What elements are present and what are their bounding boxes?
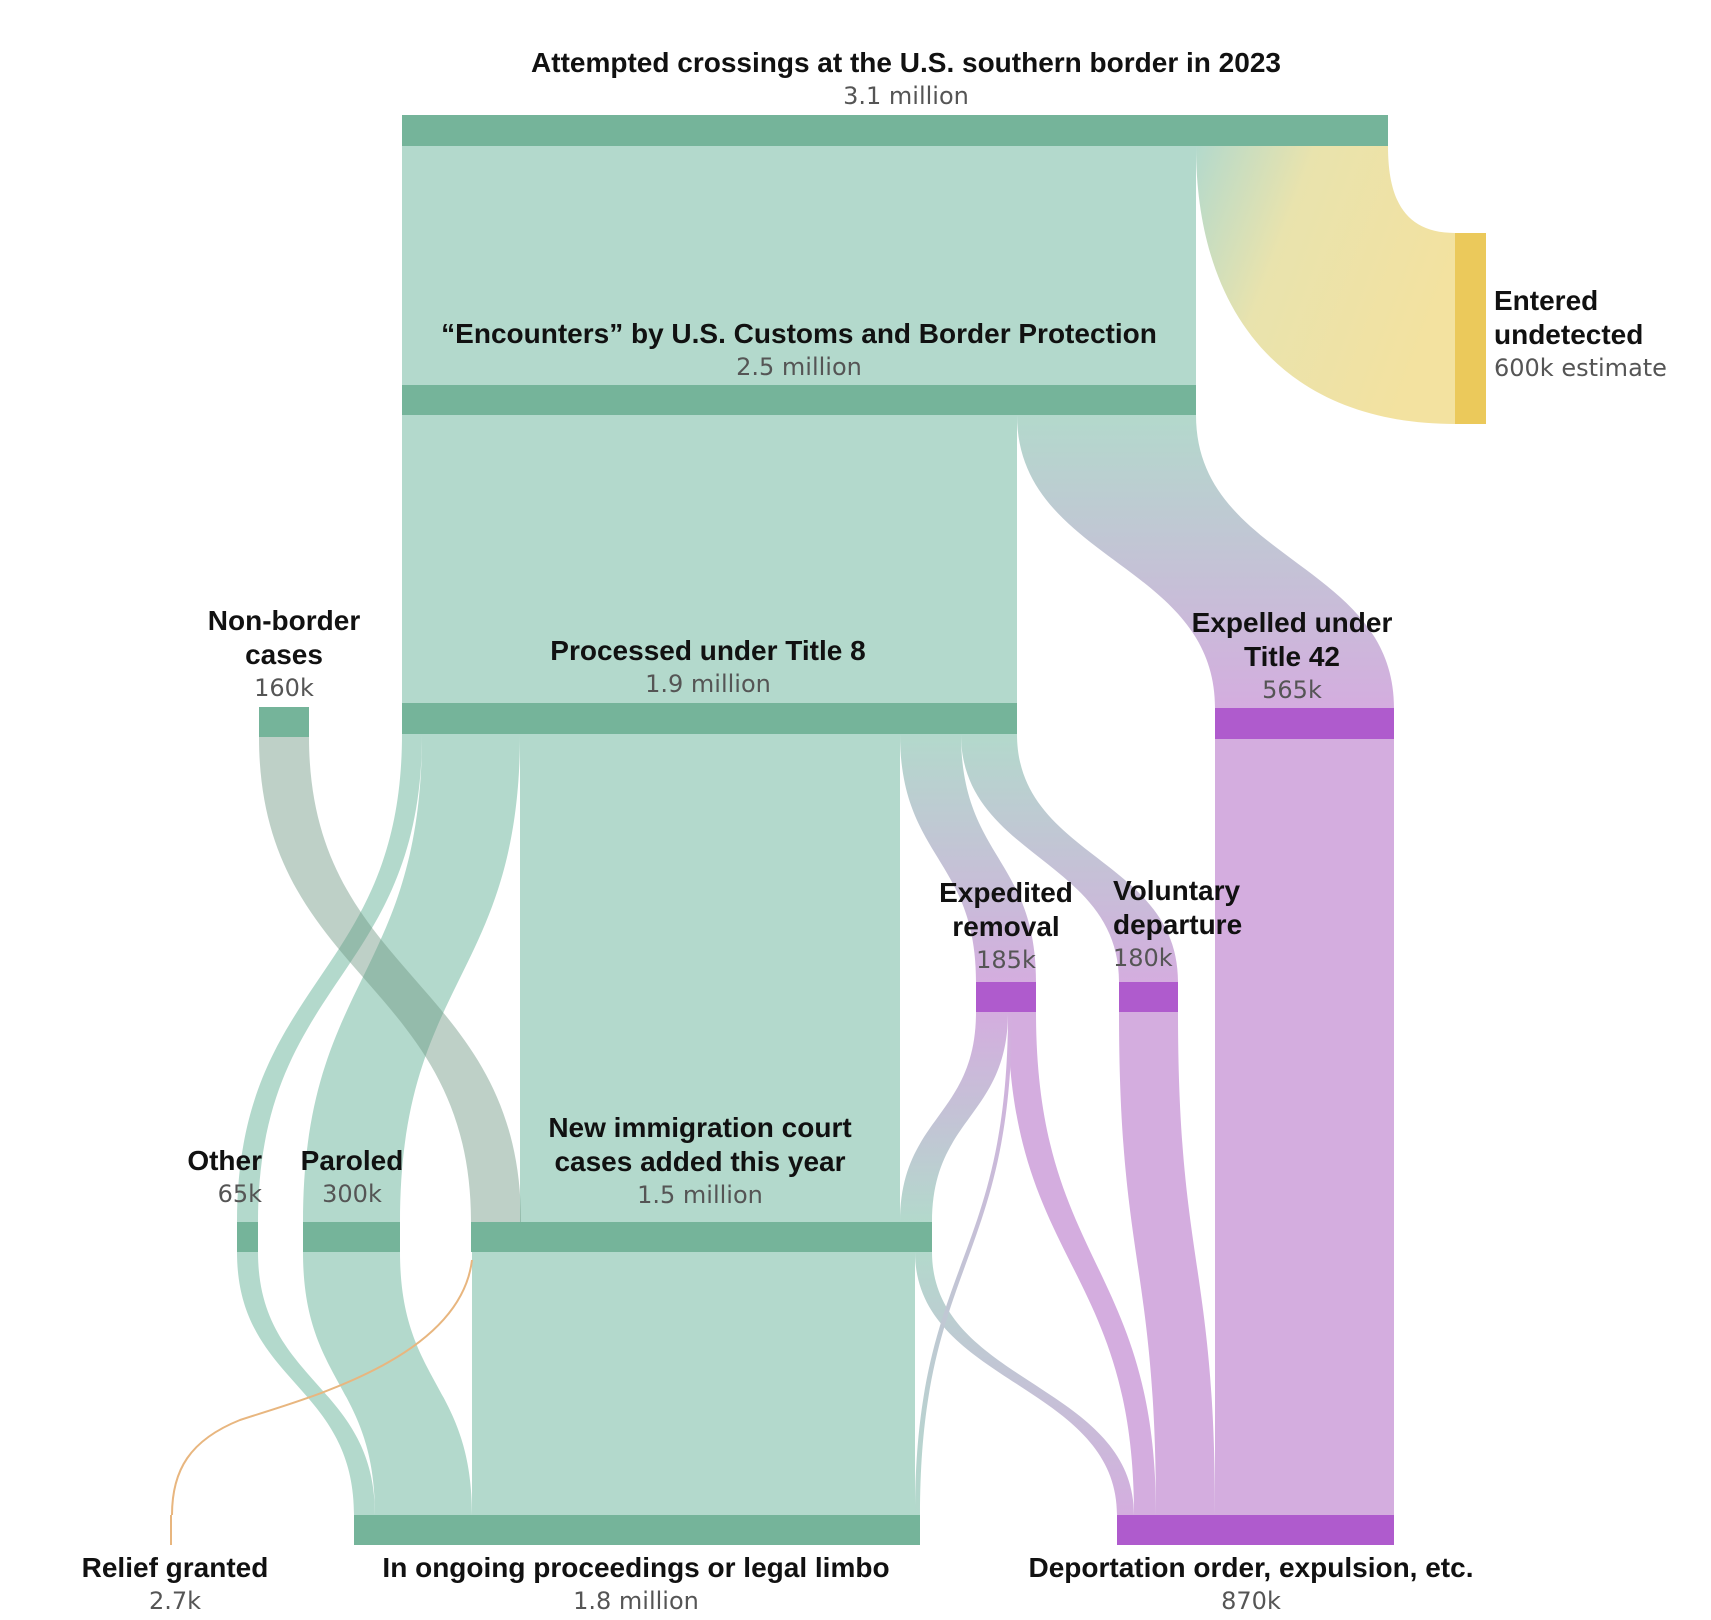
flow-nodes: [170, 115, 1486, 1545]
node-bar-voluntary: [1119, 982, 1178, 1012]
label-deport-title: Deportation order, expulsion, etc.: [1029, 1552, 1474, 1583]
label-ongoing-title: In ongoing proceedings or legal limbo: [382, 1552, 889, 1583]
link-attempted-to-undetected: [1196, 146, 1455, 424]
label-other: Other 65k: [187, 1145, 262, 1208]
label-expedited-title: Expedited: [939, 877, 1073, 908]
link-expedited-to-deport: [1008, 1012, 1156, 1515]
link-title8-to-court: [520, 734, 900, 1222]
label-attempted-title: Attempted crossings at the U.S. southern…: [531, 47, 1281, 78]
label-deport: Deportation order, expulsion, etc. 870k: [1029, 1552, 1474, 1615]
label-relief: Relief granted 2.7k: [82, 1552, 269, 1615]
label-paroled: Paroled 300k: [301, 1145, 404, 1208]
label-title8-title: Processed under Title 8: [550, 635, 865, 666]
link-court-to-deport: [915, 1252, 1134, 1515]
label-ongoing-value: 1.8 million: [573, 1587, 699, 1615]
link-title8-to-voluntary: [961, 734, 1178, 982]
label-encounters-value: 2.5 million: [736, 353, 862, 381]
link-court-to-relief: [171, 1259, 473, 1516]
node-bar-paroled: [303, 1222, 400, 1252]
label-attempted: Attempted crossings at the U.S. southern…: [531, 47, 1281, 110]
link-title8-to-expedited: [900, 734, 1036, 982]
label-paroled-value: 300k: [322, 1180, 382, 1208]
label-attempted-value: 3.1 million: [843, 82, 969, 110]
label-title42-value: 565k: [1262, 676, 1322, 704]
label-title8-value: 1.9 million: [645, 670, 771, 698]
label-voluntary-title: departure: [1113, 909, 1242, 940]
node-bar-undetected: [1455, 233, 1486, 424]
label-ongoing: In ongoing proceedings or legal limbo 1.8…: [382, 1552, 889, 1615]
label-court-title: cases added this year: [554, 1146, 845, 1177]
label-relief-title: Relief granted: [82, 1552, 269, 1583]
link-attempted-to-encounters: [402, 146, 1196, 385]
node-bar-expedited: [976, 982, 1036, 1012]
label-other-title: Other: [187, 1145, 262, 1176]
link-expedited-to-court: [900, 1012, 1008, 1222]
link-encounters-to-title8: [402, 415, 1017, 703]
link-voluntary-to-deport: [1119, 1012, 1215, 1515]
label-title42-title: Expelled under: [1192, 607, 1393, 638]
label-undetected-title: undetected: [1494, 319, 1643, 350]
node-bar-ongoing: [354, 1515, 920, 1545]
link-title8-to-paroled: [303, 734, 520, 1222]
label-court-title: New immigration court: [548, 1112, 851, 1143]
link-encounters-to-title42: [1017, 415, 1394, 708]
label-other-value: 65k: [218, 1180, 263, 1208]
link-title8-to-other: [237, 734, 422, 1222]
label-paroled-title: Paroled: [301, 1145, 404, 1176]
label-nonborder-title: cases: [245, 639, 323, 670]
label-expedited-title: removal: [952, 911, 1059, 942]
node-bar-nonborder: [259, 707, 309, 737]
label-court-value: 1.5 million: [637, 1181, 763, 1209]
label-relief-value: 2.7k: [149, 1587, 201, 1615]
label-deport-value: 870k: [1221, 1587, 1281, 1615]
label-encounters-title: “Encounters” by U.S. Customs and Border …: [441, 318, 1157, 349]
link-court-to-ongoing: [472, 1252, 915, 1515]
link-other-to-ongoing: [237, 1252, 375, 1515]
label-encounters: “Encounters” by U.S. Customs and Border …: [441, 318, 1157, 381]
label-title8: Processed under Title 8 1.9 million: [550, 635, 865, 698]
node-labels: Attempted crossings at the U.S. southern…: [82, 47, 1667, 1615]
label-voluntary-value: 180k: [1113, 944, 1173, 972]
node-bar-relief: [170, 1515, 172, 1545]
node-bar-court: [471, 1222, 932, 1252]
label-undetected-value: 600k estimate: [1494, 354, 1667, 382]
node-bar-other: [237, 1222, 258, 1252]
link-nonborder-to-court: [259, 737, 521, 1222]
label-nonborder-title: Non-border: [208, 605, 361, 636]
label-expedited-value: 185k: [976, 946, 1036, 974]
flow-links: [171, 146, 1455, 1516]
label-voluntary-title: Voluntary: [1113, 875, 1240, 906]
node-bar-deport: [1117, 1515, 1394, 1545]
label-title42-title: Title 42: [1244, 641, 1340, 672]
node-bar-title8: [402, 703, 1017, 734]
node-bar-attempted: [402, 115, 1388, 146]
link-title42-to-deport: [1215, 739, 1394, 1515]
link-court-to-ongoing: [915, 1012, 1012, 1515]
label-undetected-title: Entered: [1494, 285, 1598, 316]
node-bar-title42: [1215, 708, 1394, 739]
node-bar-encounters: [402, 385, 1196, 415]
label-nonborder-value: 160k: [254, 674, 314, 702]
link-paroled-to-ongoing: [303, 1252, 472, 1515]
